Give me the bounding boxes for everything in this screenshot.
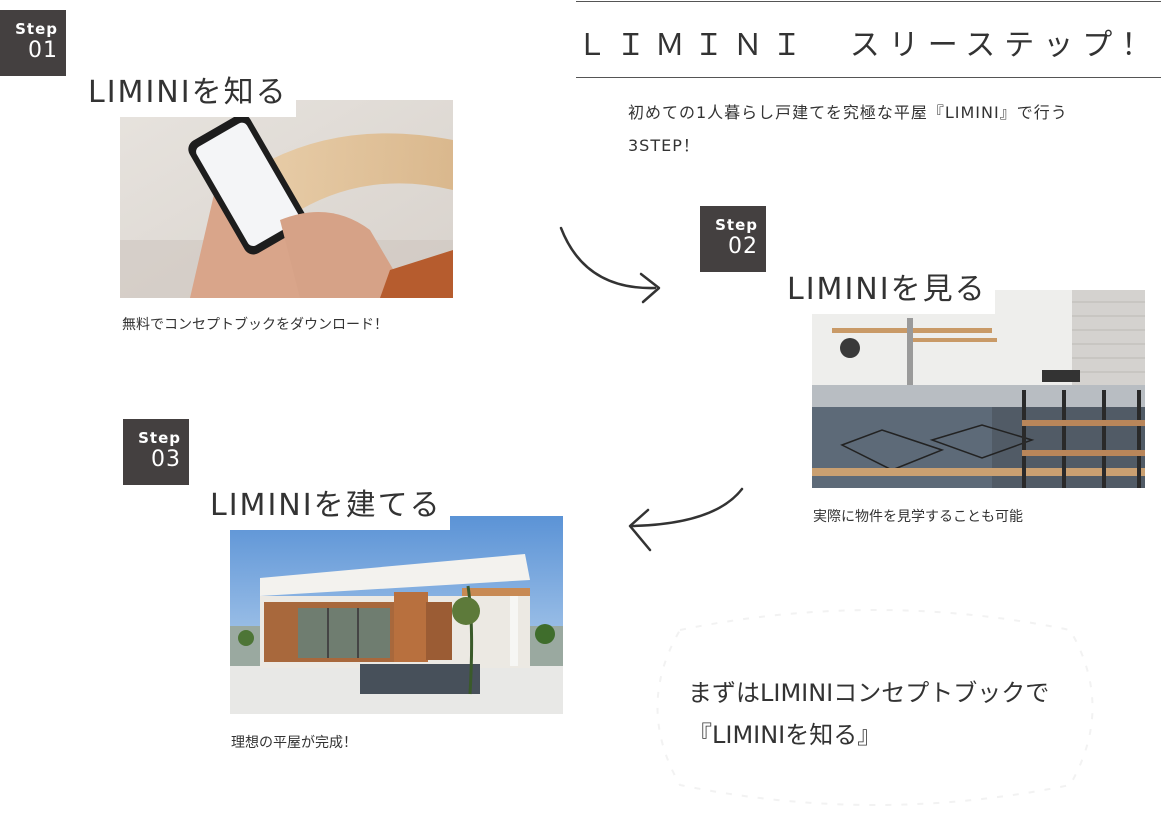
intro-line-2: 3STEP！: [628, 136, 700, 155]
cta-background-shape: [656, 609, 1094, 806]
step-03-caption: 理想の平屋が完成！: [231, 735, 357, 751]
step-01-label: Step: [15, 20, 58, 38]
page-title: ＬＩＭＩＮＩ スリーステップ！: [576, 28, 1161, 63]
step-03-number: 03: [151, 447, 181, 472]
step-03-photo: [230, 516, 563, 714]
intro-text: 初めての1人暮らし戸建てを究極な平屋『LIMINI』で行う 3STEP！: [628, 96, 1068, 162]
step-01-photo: [120, 100, 453, 298]
curved-arrow-right-icon: [559, 226, 661, 304]
step-03-badge: Step 03: [123, 419, 189, 485]
header-bottom-rule: [576, 77, 1161, 78]
step-02-photo: [812, 290, 1145, 488]
step-03-title: LIMINIを建てる: [210, 480, 450, 530]
smartphone-photo-icon: [120, 100, 453, 298]
step-01-badge: Step 01: [0, 10, 66, 76]
step-01-title: LIMINIを知る: [88, 67, 296, 117]
house-photo-icon: [230, 516, 563, 714]
step-01-caption: 無料でコンセプトブックをダウンロード！: [122, 317, 388, 333]
cta-line-1: まずはLIMINIコンセプトブックで: [688, 679, 1050, 707]
intro-line-1: 初めての1人暮らし戸建てを究極な平屋『LIMINI』で行う: [628, 103, 1068, 122]
step-02-caption: 実際に物件を見学することも可能: [813, 509, 1023, 525]
cta-line-2: 『LIMINIを知る』: [688, 721, 882, 749]
step-02-number: 02: [728, 234, 758, 259]
step-02-badge: Step 02: [700, 206, 766, 272]
step-02-label: Step: [715, 216, 758, 234]
kitchen-photo-icon: [812, 290, 1145, 488]
header-top-rule: [576, 1, 1161, 2]
step-01-number: 01: [28, 38, 58, 63]
curved-arrow-left-icon: [628, 487, 744, 552]
step-02-title: LIMINIを見る: [787, 264, 995, 314]
cta-text[interactable]: まずはLIMINIコンセプトブックで 『LIMINIを知る』: [688, 672, 1049, 756]
step-03-label: Step: [138, 429, 181, 447]
